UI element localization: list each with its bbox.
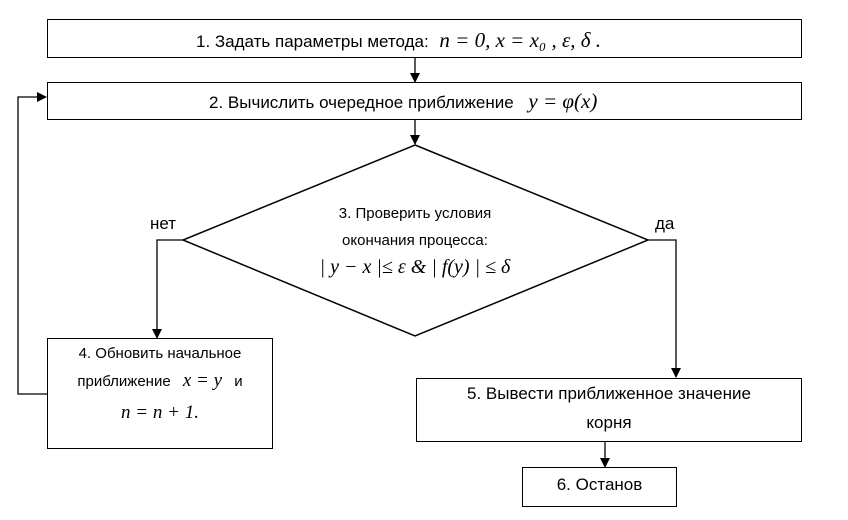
arrow-loop-back	[17, 92, 47, 395]
step6-box	[522, 467, 677, 507]
step4-line2-text: приближение	[77, 373, 171, 390]
arrow-no-branch	[152, 239, 183, 339]
step1-math: n = 0, x = x₀ , ε, δ .	[439, 28, 601, 52]
step2-box	[47, 82, 802, 120]
branch-no-label: нет	[150, 214, 177, 233]
step1-label: 1. Задать параметры метода: n = 0, x = x…	[196, 28, 601, 53]
step1-box	[47, 19, 802, 58]
step5-line1: 5. Вывести приближенное значение	[467, 384, 751, 403]
branch-yes-label: да	[655, 214, 675, 233]
step1-text: 1. Задать параметры метода:	[196, 32, 429, 51]
step4-line1: 4. Обновить начальное	[78, 345, 242, 362]
step5-line2: корня	[586, 413, 632, 432]
step4-line2-tail: и	[234, 373, 243, 390]
step2-label: 2. Вычислить очередное приближение y = φ…	[209, 89, 597, 114]
step4-line2-math: x = y	[182, 370, 223, 391]
step2-text: 2. Вычислить очередное приближение	[209, 93, 514, 112]
step4-line3-math: n = n + 1.	[121, 402, 199, 423]
step4-line2: приближение x = y и	[47, 370, 273, 392]
step3-line2: окончания процесса:	[342, 232, 488, 249]
step3-math: | y − x |≤ ε & | f(y) | ≤ δ	[319, 256, 511, 278]
step3-line1: 3. Проверить условия	[338, 205, 492, 222]
arrow-yes-branch	[648, 239, 681, 378]
step6-label: 6. Останов	[556, 475, 643, 494]
step4-box	[47, 338, 273, 449]
step2-math: y = φ(x)	[528, 89, 598, 113]
step5-box	[416, 378, 802, 442]
decision-diamond	[181, 144, 650, 337]
